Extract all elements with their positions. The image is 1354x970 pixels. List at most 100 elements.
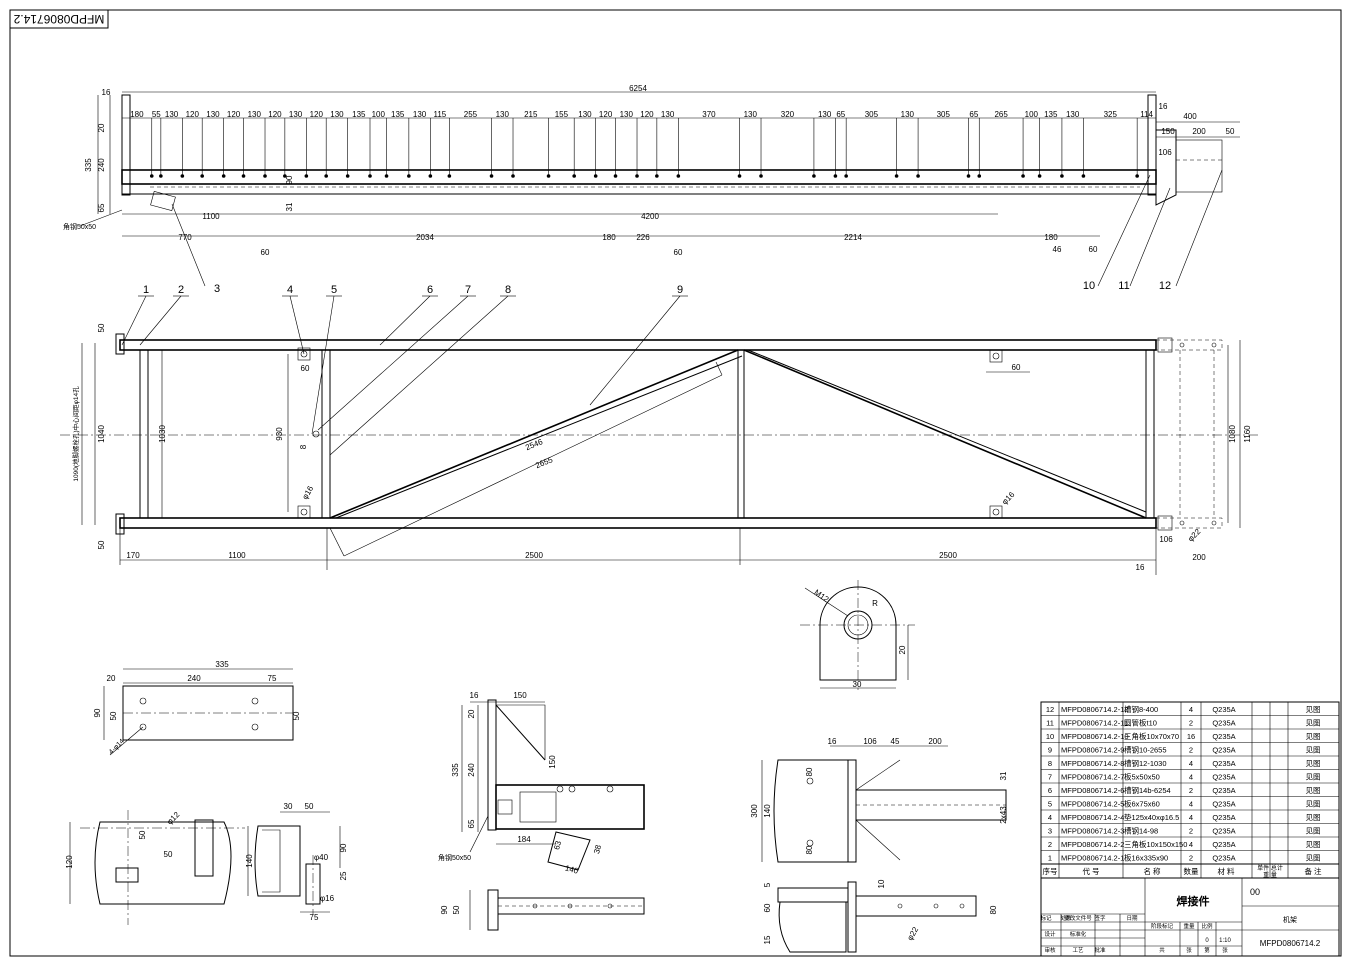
- dim-60-a: 60: [261, 248, 270, 257]
- bom-cell-name: 三角板10x70x70: [1124, 731, 1179, 741]
- dim-150-right: 150: [1161, 127, 1175, 136]
- dim-150-end: 150: [513, 691, 527, 700]
- bom-cell-qty: 4: [1189, 773, 1193, 782]
- top-spacing-label: 130: [1066, 110, 1080, 119]
- dim-50-right: 50: [1226, 127, 1235, 136]
- dim-2214: 2214: [844, 233, 862, 242]
- dim-90-angle: 90: [93, 708, 102, 717]
- dim-1160: 1160: [1243, 425, 1252, 443]
- top-spacing-label: 130: [206, 110, 220, 119]
- title-block-label: 张: [1222, 946, 1228, 954]
- bom-cell-qty: 2: [1189, 786, 1193, 795]
- dim-2034: 2034: [416, 233, 434, 242]
- bom-cell-no: 6: [1048, 786, 1052, 795]
- dim-50-bottom: 50: [97, 540, 106, 549]
- title-scale: 1:10: [1219, 938, 1231, 944]
- dim-240-left: 240: [97, 158, 106, 172]
- top-spacing-label: 135: [1044, 110, 1058, 119]
- diagonal-brace-right: [743, 349, 1147, 519]
- stud-head: [546, 174, 551, 178]
- dim-phi22-plan: φ22: [1186, 527, 1203, 544]
- dim-80-arm-b: 80: [805, 845, 814, 854]
- dim-200-arm: 200: [928, 737, 942, 746]
- dim-226: 226: [636, 233, 650, 242]
- dim-2500-b: 2500: [939, 551, 957, 560]
- detail-bracket: 120 50 φ12 50: [65, 810, 245, 925]
- dim-20-angle: 20: [107, 674, 116, 683]
- bom-cell-name: 圆管板t10: [1124, 718, 1157, 728]
- stud-head: [894, 174, 899, 178]
- title-block-label: 签字: [1094, 914, 1106, 922]
- dim-50-angle-r: 50: [292, 711, 301, 720]
- top-spacing-label: 100: [372, 110, 386, 119]
- dim-8: 8: [299, 444, 308, 449]
- part3-block: [150, 191, 176, 211]
- bom-cell-name: 槽钢14b-6254: [1124, 785, 1171, 795]
- bom-header-wlabel: 重 量: [1263, 871, 1277, 879]
- dim-80-arm-t: 80: [805, 767, 814, 776]
- top-spacing-label: 65: [836, 110, 845, 119]
- stud-head: [812, 174, 816, 178]
- dim-106-arm: 106: [863, 737, 877, 746]
- bom-cell-mat: Q235A: [1212, 813, 1235, 822]
- top-spacing-label: 130: [578, 110, 592, 119]
- bom-cell-name: 板6x75x60: [1124, 799, 1160, 809]
- dim-1100-plan: 1100: [228, 551, 246, 560]
- dim-16-end: 16: [470, 691, 479, 700]
- bom-cell-note: 见图: [1306, 813, 1321, 822]
- top-spacing-label: 130: [496, 110, 510, 119]
- dim-15-arm: 15: [763, 935, 772, 944]
- bom-cell-mat: Q235A: [1212, 854, 1235, 863]
- callout-3: 3: [214, 283, 220, 295]
- dim-1040: 1040: [97, 425, 106, 443]
- bom-cell-qty: 16: [1187, 732, 1195, 741]
- bom-cell-code: MFPD0806714.2-7: [1061, 773, 1124, 782]
- stud-head: [180, 174, 185, 178]
- dim-240-end: 240: [467, 763, 476, 777]
- bom-cell-name: 槽钢14-98: [1124, 826, 1158, 836]
- top-channel-flange: [121, 183, 1157, 195]
- top-spacing-label: 120: [640, 110, 654, 119]
- dim-1090-note: 1090(地脚螺栓孔)中心间距φ14孔: [71, 386, 80, 482]
- callout-leader: [289, 295, 305, 355]
- stud-head: [759, 174, 763, 178]
- bom-cell-code: MFPD0806714.2-2: [1061, 840, 1124, 849]
- dim-31-arm: 31: [999, 771, 1008, 780]
- stud-head: [263, 174, 267, 178]
- stud-head: [1037, 174, 1042, 178]
- stud-head: [593, 174, 598, 178]
- bom-cell-no: 4: [1048, 813, 1052, 822]
- detail-right-arm: 16 106 45 200 300 140 80 80 31 2x43 5 60…: [750, 737, 1008, 953]
- bom-cell-mat: Q235A: [1212, 705, 1235, 714]
- bom-cell-note: 见图: [1306, 840, 1321, 849]
- dim-200-right: 200: [1192, 127, 1206, 136]
- stud-head: [384, 174, 389, 178]
- dim-90-ch: 90: [339, 843, 348, 852]
- bom-cell-qty: 2: [1189, 746, 1193, 755]
- bom-cell-qty: 4: [1189, 800, 1193, 809]
- stud-head: [635, 174, 639, 178]
- bom-cell-name: 垫125x40xφ16.5: [1124, 812, 1179, 822]
- bom-cell-note: 见图: [1306, 732, 1321, 741]
- top-spacing-label: 120: [268, 110, 282, 119]
- cross-member-mid: [737, 349, 745, 519]
- top-spacing-label: 130: [661, 110, 675, 119]
- callout-leader: [317, 295, 469, 431]
- bom-cell-mat: Q235A: [1212, 773, 1235, 782]
- callout-leader: [139, 295, 182, 346]
- bom-cell-mat: Q235A: [1212, 840, 1235, 849]
- dim-75-angle: 75: [268, 674, 277, 683]
- dim-60-plan: 60: [301, 364, 310, 373]
- dim-90-end-b: 90: [440, 905, 449, 914]
- dim-200-plan: 200: [1192, 553, 1206, 562]
- plan-callout-5: 5: [331, 284, 337, 296]
- bom-cell-mat: Q235A: [1212, 719, 1235, 728]
- dim-R: R: [872, 599, 878, 608]
- cross-member-left: [139, 349, 149, 519]
- dim-80-arm-r: 80: [989, 905, 998, 914]
- bom-cell-note: 见图: [1306, 705, 1321, 714]
- bom-cell-code: MFPD0806714.2-8: [1061, 759, 1124, 768]
